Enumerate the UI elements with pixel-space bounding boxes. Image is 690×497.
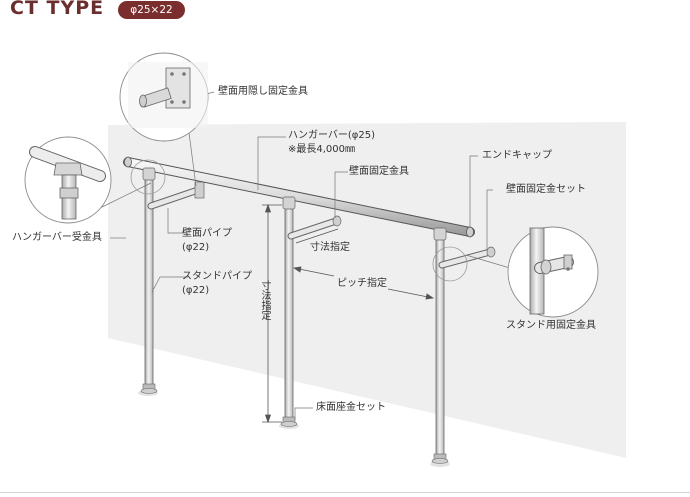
highlight-receiver <box>130 159 166 195</box>
detail-hanger-receiver <box>24 136 112 224</box>
label-dimension-vertical: 寸法指定 <box>259 280 270 320</box>
page-title: CT TYPE <box>10 0 105 19</box>
dimension-vertical-line <box>262 203 282 424</box>
label-hanger-bar: ハンガーバー(φ25) <box>288 130 376 141</box>
size-badge: φ25×22 <box>118 1 185 19</box>
highlight-stand-bracket <box>432 246 468 282</box>
label-stand-pipe: スタンドパイプ <box>182 271 252 282</box>
label-hanger-bar-note: ※最長4,000㎜ <box>288 144 356 155</box>
label-wall-pipe: 壁面パイプ <box>182 228 232 239</box>
floor-base-left <box>140 383 158 394</box>
floor-base-right <box>431 453 449 464</box>
label-wall-bracket: 壁面固定金具 <box>349 166 409 177</box>
label-wall-hidden-bracket: 壁面用隠し固定金具 <box>218 86 308 97</box>
label-stand-bracket: スタンド用固定金具 <box>506 320 596 331</box>
wall-bracket-left <box>194 181 205 199</box>
wall-bracket-middle <box>332 215 342 227</box>
wall-bracket-right <box>486 246 496 258</box>
wall-pipe-dimension-line <box>295 228 339 244</box>
label-dimension-spec: 寸法指定 <box>310 242 350 253</box>
receiver-right <box>433 227 447 241</box>
receiver-middle <box>282 196 296 210</box>
pitch-dimension-line <box>292 266 435 300</box>
receiver-left <box>142 167 156 181</box>
wall-panel <box>108 122 626 458</box>
floor-base-middle <box>280 416 298 427</box>
label-floor-base-set: 床面座金セット <box>316 402 386 413</box>
label-end-cap: エンドキャップ <box>482 150 552 161</box>
label-hanger-receiver: ハンガーバー受金具 <box>12 232 102 243</box>
label-wall-bracket-set: 壁面固定金セット <box>506 184 586 195</box>
end-cap-left <box>124 156 132 168</box>
label-wall-pipe-size: (φ22) <box>182 242 210 253</box>
detail-wall-hidden-bracket <box>119 52 209 142</box>
bottom-divider <box>0 492 690 493</box>
detail-stand-bracket <box>507 226 599 318</box>
label-pitch-spec: ピッチ指定 <box>337 278 387 289</box>
label-stand-pipe-size: (φ22) <box>182 285 210 296</box>
end-cap-right <box>466 226 474 238</box>
